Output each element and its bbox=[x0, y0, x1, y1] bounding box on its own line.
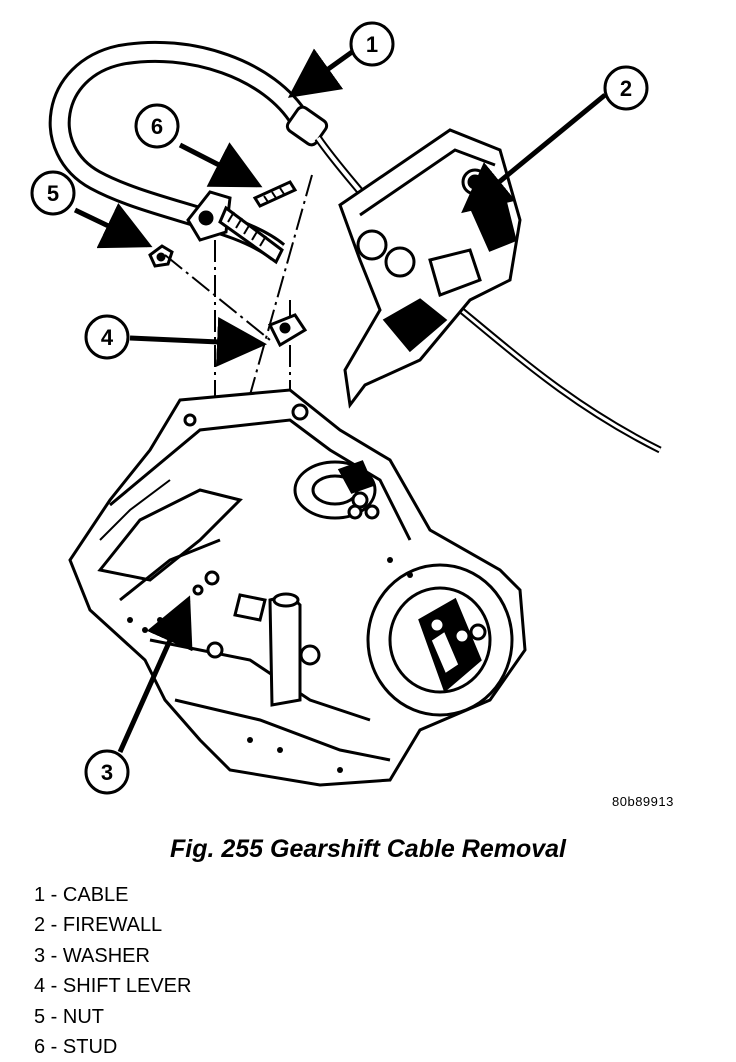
shift-lever-drawing bbox=[267, 300, 308, 348]
callout-3: 3 bbox=[84, 749, 130, 795]
callout-6-number: 6 bbox=[151, 114, 163, 139]
callout-6: 6 bbox=[134, 103, 180, 149]
callout-1: 1 bbox=[349, 21, 395, 67]
legend-list: 1 - CABLE 2 - FIREWALL 3 - WASHER 4 - SH… bbox=[34, 880, 191, 1062]
legend-separator: - bbox=[45, 1005, 63, 1028]
figure-caption: Fig. 255 Gearshift Cable Removal bbox=[170, 835, 566, 863]
legend-item: 4 - SHIFT LEVER bbox=[34, 971, 191, 1001]
transmission-drawing bbox=[68, 388, 527, 787]
legend-separator: - bbox=[45, 1035, 63, 1058]
legend-separator: - bbox=[45, 975, 63, 998]
legend-item: 5 - NUT bbox=[34, 1002, 191, 1032]
legend-separator: - bbox=[45, 944, 63, 967]
callout-5-number: 5 bbox=[47, 181, 59, 206]
legend-label: STUD bbox=[62, 1035, 118, 1058]
legend-label: WASHER bbox=[62, 944, 150, 967]
callout-2: 2 bbox=[603, 65, 649, 111]
legend-item: 2 - FIREWALL bbox=[34, 910, 191, 940]
legend-label: SHIFT LEVER bbox=[62, 975, 192, 998]
leader-arrows bbox=[73, 48, 607, 754]
legend-number: 6 bbox=[34, 1035, 46, 1058]
legend-number: 1 bbox=[34, 884, 46, 906]
legend-label: CABLE bbox=[62, 884, 129, 906]
callout-4-number: 4 bbox=[101, 325, 114, 350]
legend-separator: - bbox=[45, 884, 63, 906]
cable-mount-drawing bbox=[148, 180, 298, 268]
legend-label: FIREWALL bbox=[62, 914, 163, 937]
callout-3-number: 3 bbox=[101, 760, 113, 785]
legend-separator: - bbox=[45, 914, 63, 937]
callout-1-number: 1 bbox=[366, 32, 378, 57]
callout-2-number: 2 bbox=[620, 76, 632, 101]
callout-4: 4 bbox=[84, 314, 130, 360]
legend-number: 3 bbox=[34, 944, 46, 967]
legend-item: 3 - WASHER bbox=[34, 941, 191, 971]
legend-item: 6 - STUD bbox=[34, 1032, 191, 1062]
legend-item: 1 - CABLE bbox=[34, 880, 191, 910]
figure-code: 80b89913 bbox=[612, 794, 674, 809]
gearshift-cable-diagram: 1 2 3 4 5 6 bbox=[30, 21, 662, 795]
legend-number: 4 bbox=[34, 975, 46, 998]
legend-number: 5 bbox=[34, 1005, 46, 1028]
legend-label: NUT bbox=[62, 1005, 105, 1028]
firewall-bracket-drawing bbox=[338, 128, 522, 409]
legend-number: 2 bbox=[34, 914, 46, 937]
callout-5: 5 bbox=[30, 170, 76, 216]
